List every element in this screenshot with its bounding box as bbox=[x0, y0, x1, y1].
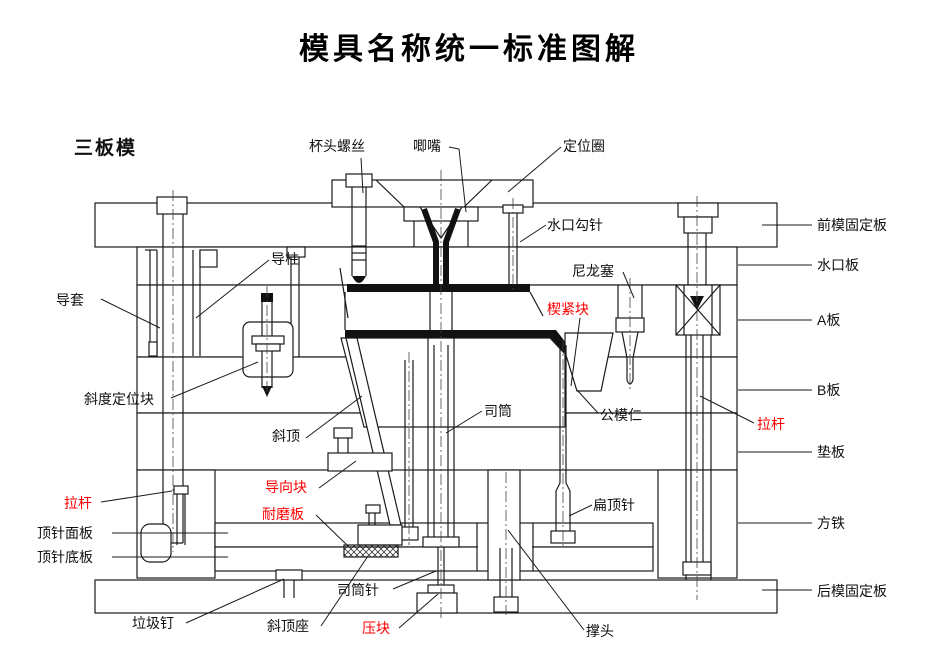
label-sprue-puller-pin: 水口勾针 bbox=[547, 217, 603, 233]
puller-rod-right-assembly bbox=[675, 202, 721, 580]
label-lifter: 斜顶 bbox=[272, 428, 300, 444]
spacer-block-right-shape bbox=[657, 469, 738, 579]
label-cup-head-screw: 杯头螺丝 bbox=[309, 138, 365, 154]
label-flat-ejector-pin: 扁顶针 bbox=[593, 497, 635, 513]
label-ejector-sleeve: 司筒 bbox=[484, 403, 512, 419]
guide-block-shape bbox=[327, 427, 393, 472]
label-puller-rod-left: 拉杆 bbox=[64, 495, 92, 511]
core-insert-shape bbox=[340, 332, 614, 428]
label-ejector-retainer-plate: 顶针面板 bbox=[37, 525, 93, 541]
label-ejector-sleeve-pin: 司筒针 bbox=[337, 582, 379, 598]
leader-lines bbox=[100, 146, 812, 631]
label-spacer-block: 方铁 bbox=[817, 515, 845, 531]
label-stop-pin: 垃圾钉 bbox=[132, 615, 174, 631]
label-b-plate: B板 bbox=[817, 382, 841, 398]
label-support-pillar: 撑头 bbox=[586, 623, 614, 639]
stop-pin-shape bbox=[275, 569, 303, 598]
label-puller-rod-right: 拉杆 bbox=[757, 416, 785, 432]
centerlines bbox=[172, 170, 698, 620]
label-support-plate: 垫板 bbox=[817, 444, 845, 460]
label-ejector-base-plate: 顶针底板 bbox=[37, 549, 93, 565]
lifter-shape bbox=[343, 337, 403, 558]
wear-plate-shape bbox=[343, 544, 399, 558]
label-wear-plate: 耐磨板 bbox=[262, 506, 304, 522]
guide-pillar-head bbox=[156, 196, 188, 215]
label-locating-ring: 定位圈 bbox=[563, 138, 605, 154]
label-bottom-clamp-plate: 后模固定板 bbox=[817, 583, 887, 599]
support-pillar-shape bbox=[476, 469, 534, 613]
label-guide-block: 导向块 bbox=[265, 479, 307, 495]
label-wedge-block: 楔紧块 bbox=[547, 301, 589, 317]
label-guide-pillar: 导柱 bbox=[271, 251, 299, 267]
page-title: 模具名称统一标准图解 bbox=[299, 33, 639, 66]
label-lifter-seat: 斜顶座 bbox=[267, 618, 309, 634]
label-top-clamp-plate: 前模固定板 bbox=[817, 217, 887, 233]
ejector-base-plate-shape bbox=[214, 546, 654, 572]
lifter-seat-shape bbox=[357, 524, 403, 546]
label-runner-plate: 水口板 bbox=[817, 257, 859, 273]
mold-type-label: 三板模 bbox=[74, 138, 138, 159]
cup-head-screw-shape bbox=[345, 173, 373, 283]
label-press-block: 压块 bbox=[362, 620, 390, 636]
press-block-shape bbox=[416, 592, 458, 614]
wedge-block-shape bbox=[564, 332, 614, 392]
label-core-insert: 公模仁 bbox=[600, 407, 642, 423]
label-guide-bushing: 导套 bbox=[56, 292, 84, 308]
label-a-plate: A板 bbox=[817, 312, 841, 328]
label-nylon-plug: 尼龙塞 bbox=[572, 263, 614, 279]
label-taper-locating-block: 斜度定位块 bbox=[84, 391, 154, 407]
label-sprue-bushing: 唧嘴 bbox=[413, 138, 441, 154]
